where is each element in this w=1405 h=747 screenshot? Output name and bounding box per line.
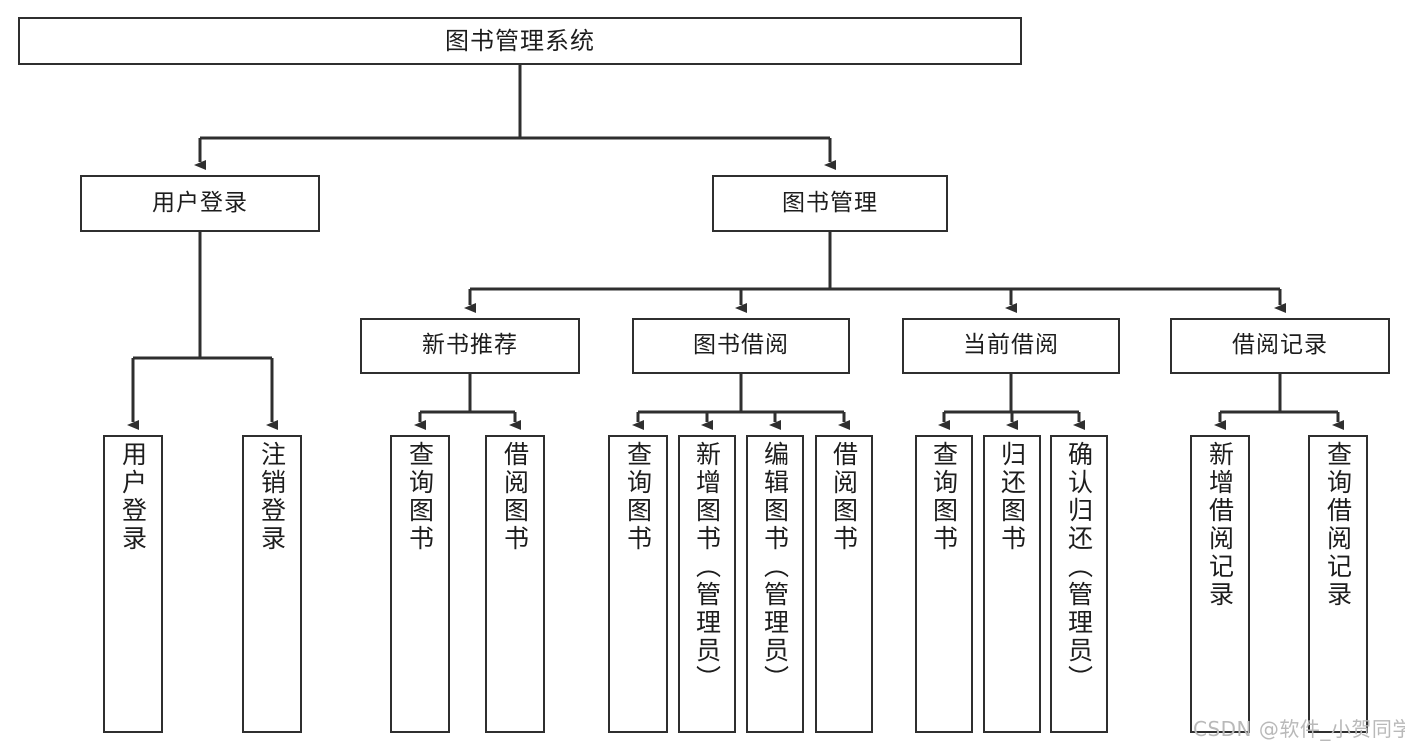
node-loan-record[interactable]: 借阅记录 (1170, 318, 1390, 374)
csdn-watermark: CSDN @软件_小贺同学 (1193, 717, 1405, 741)
node-label: 借阅图书 (829, 441, 859, 553)
node-label: 借阅图书 (500, 441, 530, 553)
node-label: 图书管理 (782, 189, 878, 216)
node-root[interactable]: 图书管理系统 (18, 17, 1022, 65)
node-leaf-11[interactable]: 确认归还（管理员） (1050, 435, 1108, 733)
node-current-loan[interactable]: 当前借阅 (902, 318, 1120, 374)
node-leaf-5[interactable]: 查询图书 (608, 435, 668, 733)
node-leaf-2[interactable]: 注销登录 (242, 435, 302, 733)
node-label: 确认归还（管理员） (1064, 441, 1094, 693)
node-leaf-6[interactable]: 新增图书（管理员） (678, 435, 736, 733)
node-leaf-12[interactable]: 新增借阅记录 (1190, 435, 1250, 733)
node-label: 借阅记录 (1232, 332, 1328, 359)
node-leaf-4[interactable]: 借阅图书 (485, 435, 545, 733)
node-leaf-10[interactable]: 归还图书 (983, 435, 1041, 733)
node-label: 新书推荐 (422, 332, 518, 359)
node-label: 新增图书（管理员） (692, 441, 722, 693)
node-new-book-rec[interactable]: 新书推荐 (360, 318, 580, 374)
node-label: 查询借阅记录 (1323, 441, 1353, 609)
node-book-borrow[interactable]: 图书借阅 (632, 318, 850, 374)
node-label: 当前借阅 (963, 332, 1059, 359)
node-label: 编辑图书（管理员） (760, 441, 790, 693)
node-label: 图书管理系统 (445, 26, 595, 55)
node-label: 用户登录 (118, 441, 148, 553)
node-label: 查询图书 (929, 441, 959, 553)
node-label: 图书借阅 (693, 332, 789, 359)
node-leaf-13[interactable]: 查询借阅记录 (1308, 435, 1368, 733)
node-leaf-8[interactable]: 借阅图书 (815, 435, 873, 733)
node-label: 查询图书 (623, 441, 653, 553)
node-leaf-7[interactable]: 编辑图书（管理员） (746, 435, 804, 733)
node-leaf-9[interactable]: 查询图书 (915, 435, 973, 733)
node-label: 注销登录 (257, 441, 287, 553)
node-book-mgmt[interactable]: 图书管理 (712, 175, 948, 232)
node-label: 用户登录 (152, 189, 248, 216)
node-label: 查询图书 (405, 441, 435, 553)
node-leaf-3[interactable]: 查询图书 (390, 435, 450, 733)
node-leaf-1[interactable]: 用户登录 (103, 435, 163, 733)
node-label: 新增借阅记录 (1205, 441, 1235, 609)
node-label: 归还图书 (997, 441, 1027, 553)
node-user-login[interactable]: 用户登录 (80, 175, 320, 232)
